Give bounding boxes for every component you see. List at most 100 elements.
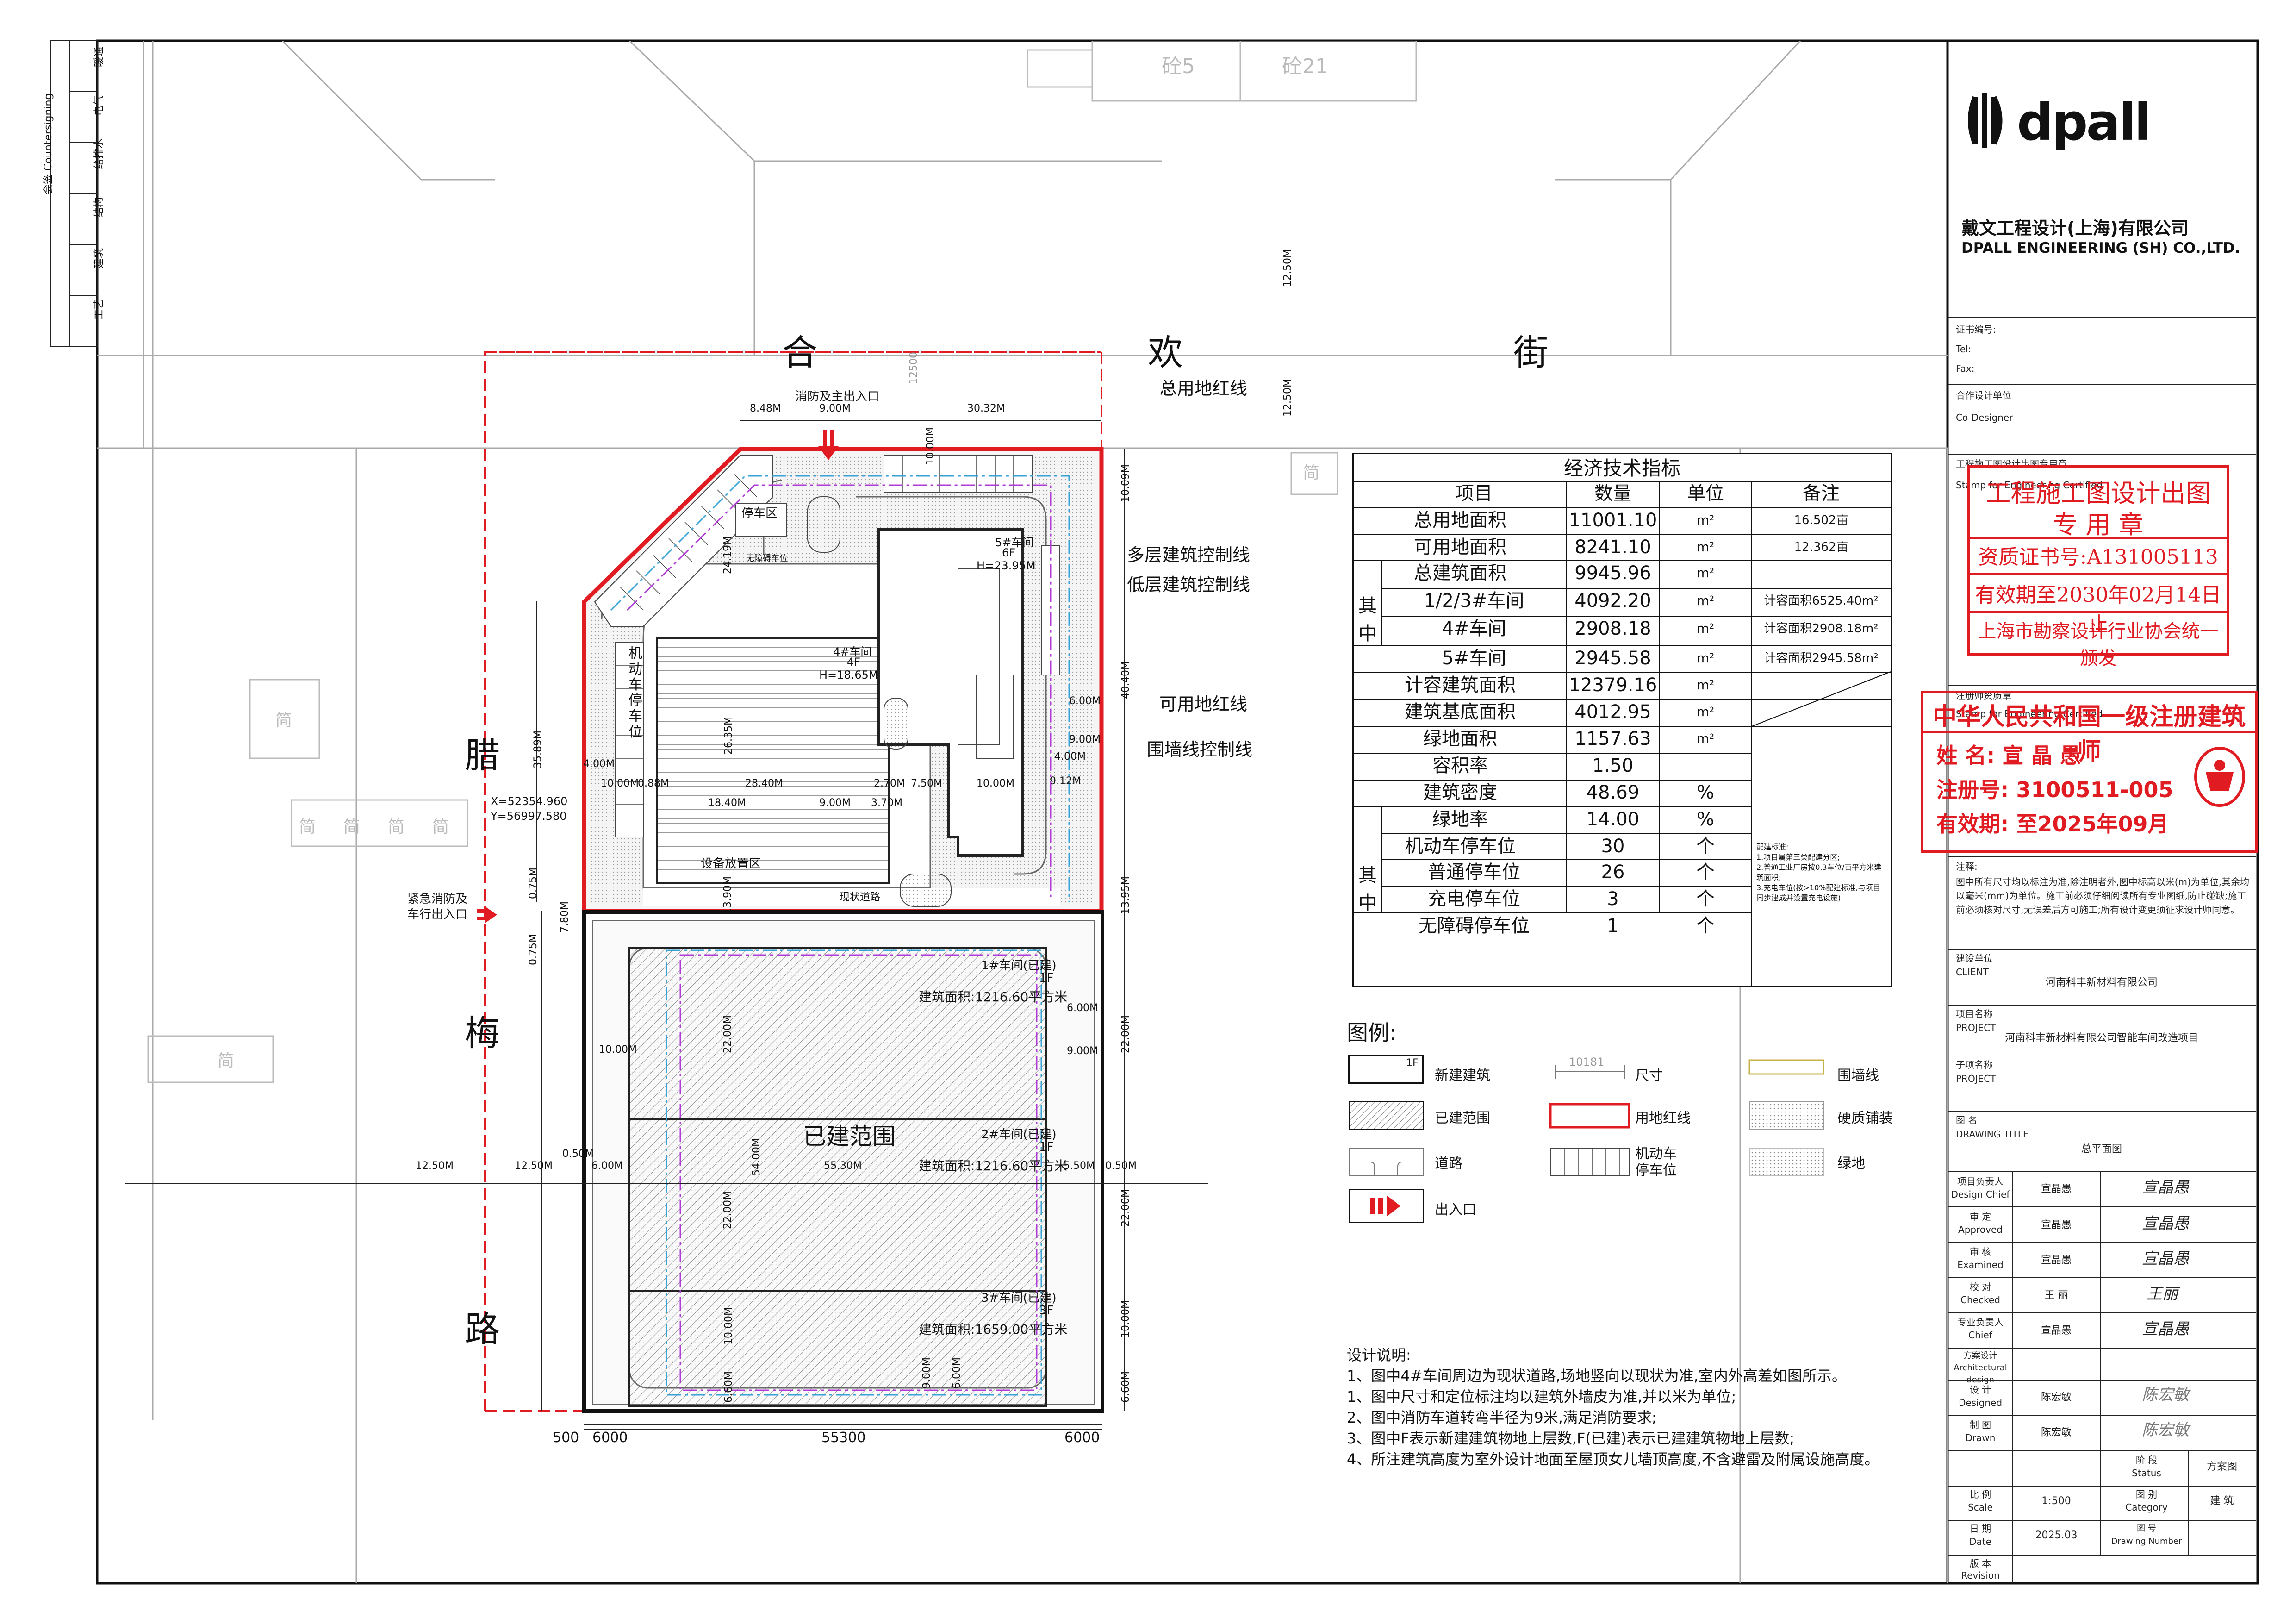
tel-label: Tel: (1956, 344, 1972, 355)
codesigner-label: 合作设计单位 (1956, 390, 2011, 401)
econ-row-note: 计容面积2908.18m² (1764, 622, 1879, 636)
title-block: dpall 戴文工程设计(上海)有限公司 DPALL ENGINEERING (… (1948, 42, 2256, 1583)
role-name: 宣晶愚 (2041, 1325, 2072, 1337)
dimension-label: 7.80M (559, 901, 571, 933)
firm-name-en: DPALL ENGINEERING (SH) CO.,LTD. (1961, 240, 2240, 256)
architect-stamp-line: 注册号: 3100511-005 (1936, 777, 2173, 802)
role-signature: 宣晶愚 (2142, 1214, 2189, 1233)
building-3-name: 3#车间(已建) (981, 1291, 1057, 1305)
econ-row-item: 无障碍停车位 (1419, 915, 1530, 937)
dimension-label: 24.19M (722, 536, 734, 574)
econ-row-item: 1/2/3#车间 (1424, 590, 1524, 612)
design-stamp-line: 工程施工图设计出图 (1985, 479, 2211, 508)
role-name: 宣晶愚 (2041, 1255, 2072, 1266)
econ-row-qty: 4012.95 (1574, 701, 1651, 723)
econ-row-qty: 8241.10 (1574, 537, 1651, 558)
dimension-label: 35.89M (532, 731, 544, 768)
dimension-label: 9.00M (819, 797, 851, 809)
econ-row-qty: 3 (1607, 888, 1619, 910)
dimension-label: 6.00M (1069, 695, 1101, 707)
design-stamp-line: 资质证书号:A131005113 (1978, 545, 2218, 569)
legend-symbols (1348, 1055, 1824, 1223)
econ-row-item: 4#车间 (1442, 618, 1506, 639)
dimension-label: 3.70M (871, 797, 902, 809)
neighbor-label: 简 (388, 818, 404, 837)
project-label: 项目名称 (1956, 1008, 1993, 1019)
subproject-label-en: PROJECT (1956, 1073, 1996, 1084)
subproject-label: 子项名称 (1956, 1059, 1993, 1070)
dimension-label: 0.50M (562, 1148, 594, 1160)
callout-multi-control: 多层建筑控制线 (1127, 545, 1251, 565)
dimension-label: 2.70M (874, 778, 905, 789)
dimension-label: 54.00M (751, 1138, 762, 1176)
econ-header-note: 备注 (1803, 483, 1840, 504)
role-grid (1948, 1171, 2256, 1583)
econ-group-label: 其中 (1358, 865, 1377, 914)
econ-row-qty: 12379.16 (1568, 675, 1657, 696)
legend-item: 已建范围 (1435, 1110, 1490, 1126)
dimension-label: 6.60M (1120, 1371, 1132, 1403)
architect-stamp-line: 有效期: 至2025年09月 (1936, 812, 2169, 837)
dimension-label: 12.50M (515, 1160, 553, 1172)
dimension-label: 10.00M (599, 1044, 637, 1056)
econ-row-item: 绿地率 (1432, 809, 1488, 830)
design-stamp-line: 有效期至2030年02月14日止 (1975, 583, 2221, 637)
callout-usable-red: 可用地红线 (1159, 694, 1248, 714)
econ-row-unit: 个 (1696, 915, 1715, 937)
econ-row-unit: 个 (1696, 836, 1715, 857)
dimension-label: 6000 (592, 1430, 628, 1446)
design-notes-title: 设计说明: (1347, 1346, 1411, 1364)
dimension-label: 22.00M (1120, 1189, 1132, 1227)
dimension-label: 5.50M (1064, 1160, 1095, 1172)
building-1-name: 1#车间(已建) (981, 959, 1057, 973)
econ-row-qty: 9945.96 (1574, 562, 1651, 584)
dpall-logo-icon (1968, 93, 2003, 148)
legend-item: 机动车停车位 (1635, 1146, 1677, 1179)
econ-row-note: 计容面积6525.40m² (1764, 594, 1879, 608)
dimension-label: 22.00M (1120, 1015, 1132, 1053)
parking-standard-note: 配建标准: 1.项目属第三类配建分区; 2.普通工业厂房按0.3车位/百平方米建… (1756, 843, 1882, 902)
design-notes: 设计说明: 1、图中4#车间周边为现状道路,场地竖向以现状为准,室内外高差如图所… (1347, 1345, 1879, 1470)
econ-header-unit: 单位 (1687, 483, 1724, 504)
role-name: 宣晶愚 (2041, 1183, 2072, 1195)
vehicle-parking-label: 机动车停车位 (628, 645, 642, 740)
drawing-title-label: 图 名 (1956, 1115, 1978, 1126)
legend-item: 围墙线 (1837, 1068, 1879, 1084)
econ-row-qty: 11001.10 (1568, 510, 1657, 531)
client-value: 河南科丰新材料有限公司 (2045, 977, 2158, 988)
design-note-line: 3、图中F表示新建建筑物地上层数,F(已建)表示已建建筑物地上层数; (1347, 1430, 1795, 1447)
cert-no-label: 证书编号: (1956, 324, 1996, 335)
econ-row-unit: m² (1696, 539, 1715, 555)
econ-row-unit: m² (1696, 565, 1715, 581)
econ-row-note: 计容面积2945.58m² (1764, 651, 1879, 665)
notes-title: 注释: (1956, 861, 1978, 872)
econ-row-item: 可用地面积 (1414, 537, 1506, 558)
street-name: 街 (1513, 332, 1549, 373)
dimension-label: 9.00M (921, 1357, 933, 1389)
neighbor-label: 简 (218, 1051, 234, 1070)
project-value: 河南科丰新材料有限公司智能车间改造项目 (2004, 1032, 2198, 1044)
fax-label: Fax: (1956, 363, 1975, 374)
accessible-parking-label: 无障碍车位 (746, 554, 788, 563)
dimension-label: 55.30M (824, 1160, 862, 1172)
econ-row-item: 绿地面积 (1423, 728, 1497, 750)
firm-name-cn: 戴文工程设计(上海)有限公司 (1961, 218, 2189, 238)
econ-row-unit: 个 (1696, 862, 1715, 883)
role-signature: 宣晶愚 (2142, 1249, 2189, 1268)
econ-row-item: 容积率 (1432, 755, 1488, 776)
dimension-label: 12.50M (1282, 249, 1294, 287)
scale-value: 1:500 (2041, 1495, 2071, 1507)
legend-item: 道路 (1435, 1156, 1462, 1172)
street-name: 路 (465, 1309, 500, 1350)
architect-stamp: 中华人民共和国一级注册建筑师 姓 名: 宣 晶 愚 注册号: 3100511-0… (1921, 691, 2258, 853)
dimension-label: 0.50M (1105, 1160, 1137, 1172)
econ-row-unit: 个 (1696, 888, 1715, 910)
design-note-line: 1、图中4#车间周边为现状道路,场地竖向以现状为准,室内外高差如图所示。 (1347, 1367, 1847, 1385)
